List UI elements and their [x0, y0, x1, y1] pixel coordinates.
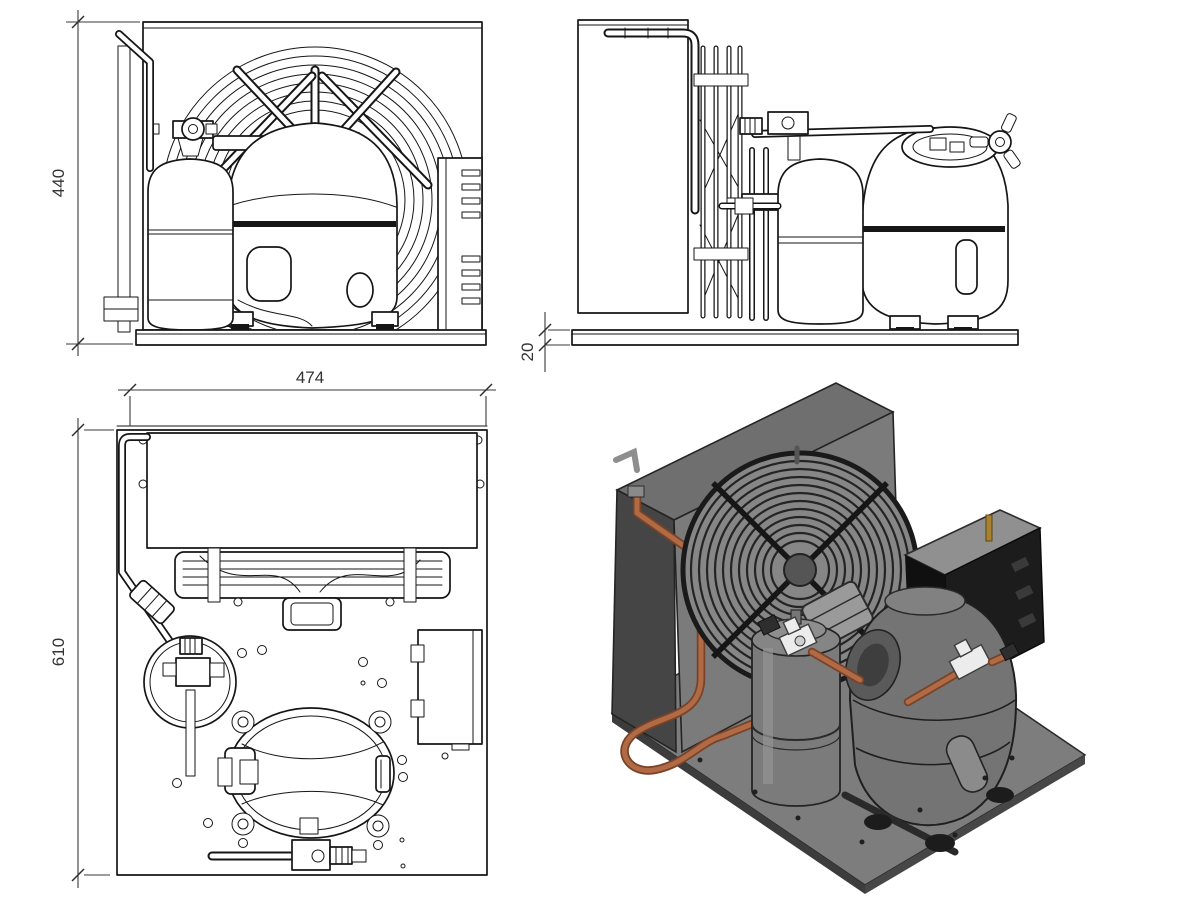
top-fan-guard: [174, 547, 451, 631]
side-receiver-tank: [777, 133, 864, 325]
front-view: [103, 21, 487, 346]
dim-label-base-thickness: 20: [518, 343, 537, 362]
dim-label-width: 474: [296, 368, 324, 387]
top-compressor: [217, 707, 395, 839]
side-top-pipe: [718, 111, 934, 215]
dim-label-height: 440: [49, 169, 68, 197]
side-rotalock-valve: [969, 113, 1021, 169]
side-compressor: [861, 113, 1021, 332]
top-view: [116, 425, 488, 876]
top-receiver-tank: [143, 635, 237, 777]
top-service-valve: [207, 817, 367, 871]
side-return-bend-tube: [603, 27, 700, 215]
top-electrical-box: [410, 629, 483, 760]
dimension-474: 474: [118, 368, 496, 426]
front-compressor: [226, 122, 399, 330]
iso-plate-screws: [697, 755, 1015, 845]
dimension-610: 610: [49, 418, 114, 888]
isometric-view: [610, 382, 1087, 894]
side-view: [571, 19, 1021, 346]
side-coil-rails: [693, 45, 749, 319]
front-electrical-box: [437, 157, 483, 333]
top-condenser: [146, 432, 478, 549]
iso-copper-valves: [757, 614, 1020, 707]
top-mounting-holes: [172, 645, 408, 869]
side-base-plate: [571, 329, 1019, 346]
front-base-plate: [135, 329, 487, 346]
front-pipe: [115, 30, 154, 172]
front-receiver-tank: [147, 117, 234, 331]
dim-label-depth: 610: [49, 638, 68, 666]
side-condenser-panel: [577, 19, 689, 314]
top-pipe: [118, 433, 180, 654]
front-left-channel: [117, 45, 131, 333]
dimension-20: 20: [518, 312, 570, 372]
dimension-440: 440: [49, 10, 140, 356]
